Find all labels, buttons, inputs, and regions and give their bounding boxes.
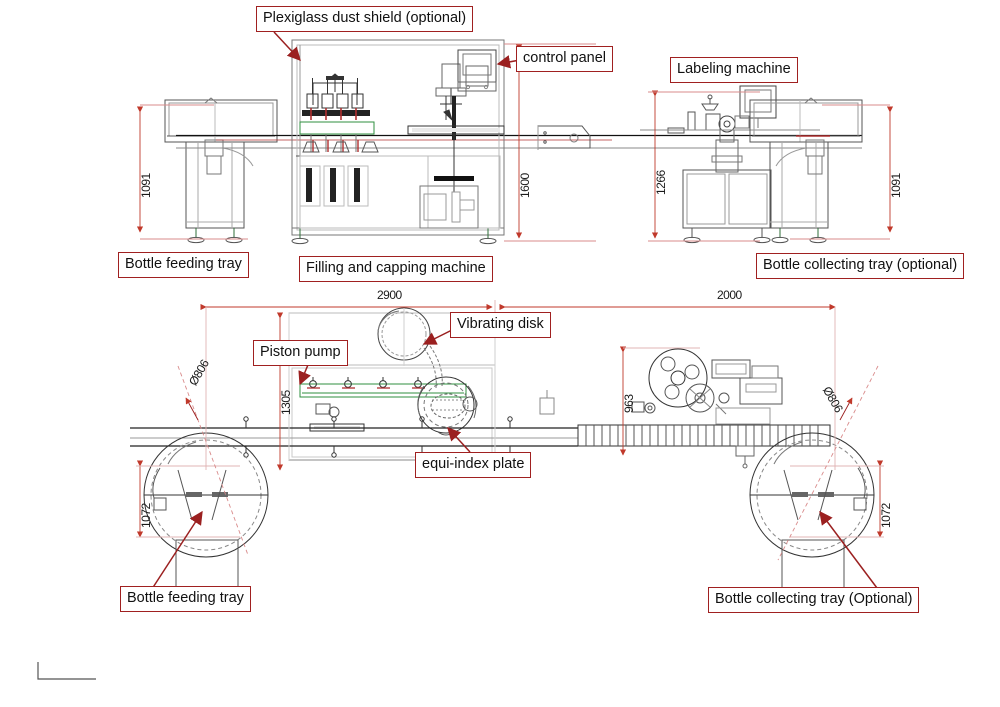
filling-capping-machine [291,39,505,245]
top-bottle-feeding-tray [164,97,278,244]
callout-equi-index-plate: equi-index plate [415,452,532,478]
callout-bottle-collecting-tray-bottom: Bottle collecting tray (Optional) [708,587,920,613]
plan-equi-index-plate [417,376,478,436]
dim-dia-left [177,365,249,556]
callout-bottle-collecting-tray-top: Bottle collecting tray (optional) [756,253,965,279]
callout-piston-pump: Piston pump [253,340,348,366]
transfer-bracket [537,125,591,150]
dim-label-1091-left: 1091 [139,173,153,198]
callout-labeling-machine: Labeling machine [670,57,798,83]
plan-piston-pumps [299,377,467,398]
callout-plexiglass-dust-shield: Plexiglass dust shield (optional) [256,6,474,32]
leader-plexiglass [273,31,301,61]
dim-label-1305: 1305 [279,390,293,415]
dim-label-1600: 1600 [518,173,532,198]
corner-registration-mark [37,662,96,680]
capping-station [407,63,505,229]
dim-label-963: 963 [622,394,636,413]
dim-1600 [504,43,596,242]
dim-label-1072-left: 1072 [139,503,153,528]
control-panel-hmi [457,49,497,92]
dim-1072-right [790,460,884,538]
leader-equi-index [447,427,471,453]
dim-dia-right [777,365,879,561]
callout-bottle-feeding-tray-top: Bottle feeding tray [118,252,249,278]
dim-1072-left [136,460,240,538]
plan-bottle-feeding-tray [143,432,269,593]
dim-1091-left [136,104,248,240]
labeling-machine [640,85,820,244]
plan-conveyor [130,416,831,458]
leader-collect-tray-bottom [819,510,881,593]
top-bottle-collecting-tray [749,97,863,244]
dim-963 [619,346,700,456]
callout-control-panel: control panel [516,46,614,72]
dim-1266 [648,90,760,242]
dim-label-2900: 2900 [377,288,402,302]
callout-bottle-feeding-tray-bottom: Bottle feeding tray [120,586,251,612]
leader-feed-tray-bottom [149,510,203,593]
dim-label-1266: 1266 [654,170,668,195]
dim-label-1072-right: 1072 [879,503,893,528]
leader-vibrating-disk [422,329,453,345]
callout-vibrating-disk: Vibrating disk [450,312,551,338]
dim-label-2000: 2000 [717,288,742,302]
plan-labeling-machine [631,348,783,469]
dim-label-1091-right: 1091 [889,173,903,198]
dim-2000 [499,303,836,470]
dim-1091-right [790,104,894,240]
filling-heads [299,73,379,207]
dim-2900 [200,300,496,470]
callout-filling-and-capping-machine: Filling and capping machine [299,256,493,282]
